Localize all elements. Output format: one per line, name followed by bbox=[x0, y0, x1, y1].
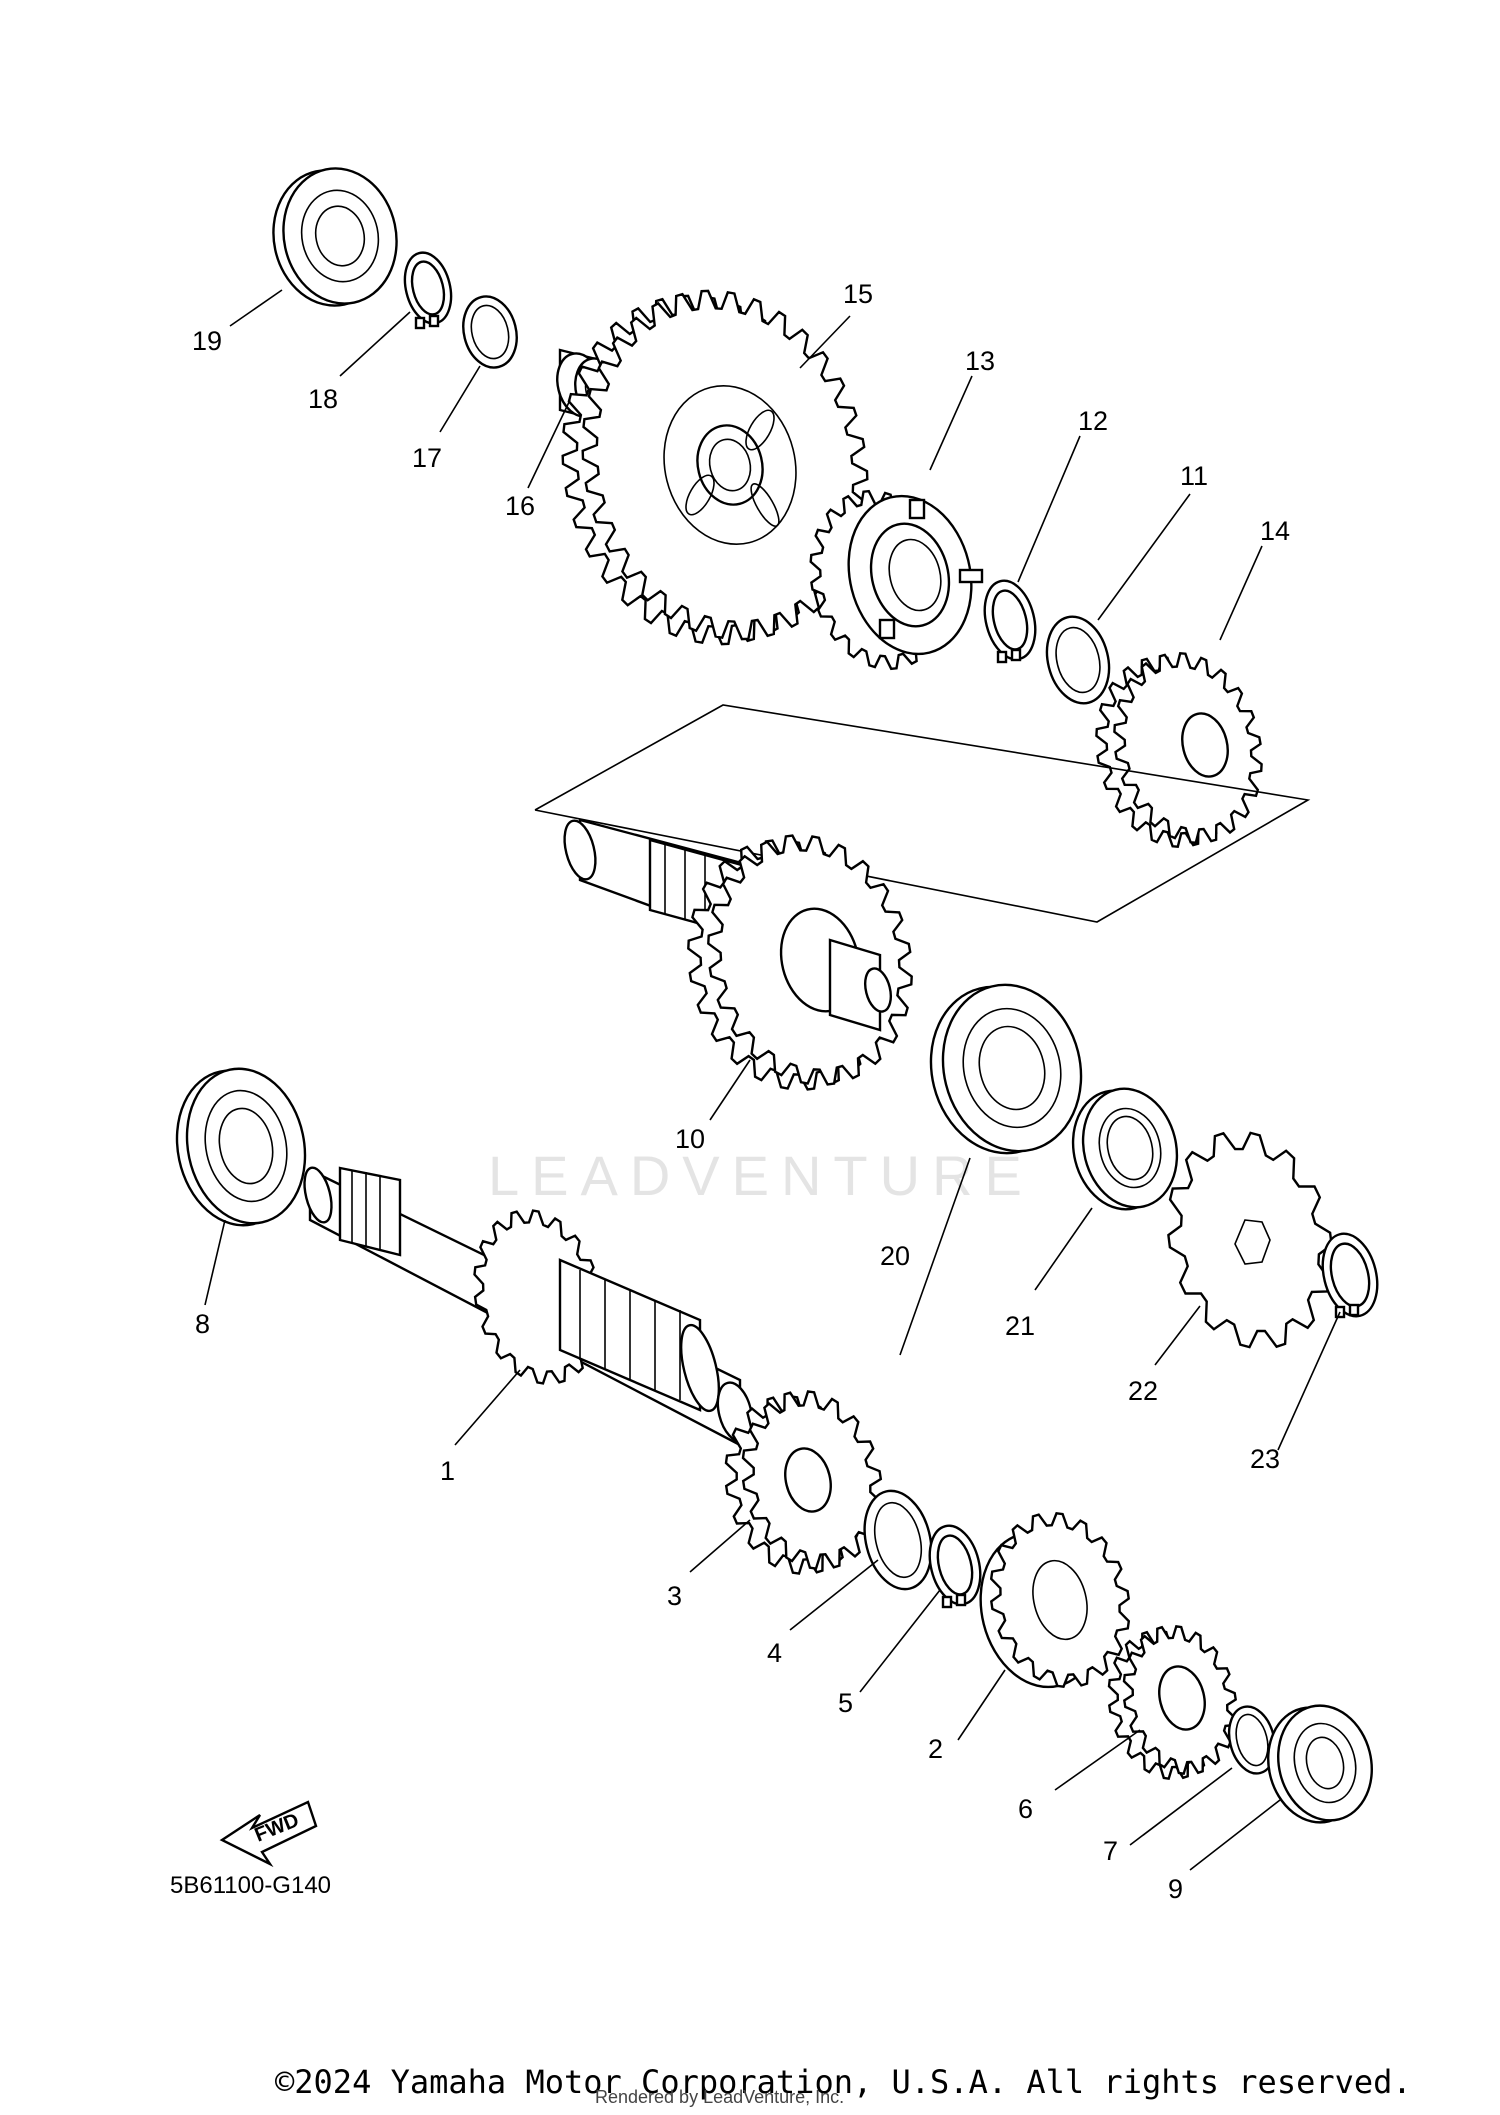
part-6-gear bbox=[1107, 1624, 1238, 1781]
part-9-bearing bbox=[1267, 1704, 1373, 1824]
callout-2: 2 bbox=[928, 1734, 943, 1764]
part-17-washer bbox=[462, 295, 518, 369]
callout-13: 13 bbox=[965, 346, 995, 376]
callout-9: 9 bbox=[1168, 1874, 1183, 1904]
callout-19: 19 bbox=[192, 326, 222, 356]
part-2-gear bbox=[979, 1511, 1131, 1689]
part-3-gear bbox=[724, 1390, 883, 1575]
callout-3: 3 bbox=[667, 1581, 682, 1611]
part-10-drive-axle bbox=[563, 818, 913, 1091]
part-21-oil-seal bbox=[1071, 1087, 1179, 1211]
callout-14: 14 bbox=[1260, 516, 1290, 546]
part-13-gear bbox=[809, 489, 984, 671]
rendered-by: Rendered by LeadVenture, Inc. bbox=[595, 2087, 844, 2107]
callout-17: 17 bbox=[412, 443, 442, 473]
callout-20: 20 bbox=[880, 1241, 910, 1271]
callout-5: 5 bbox=[838, 1688, 853, 1718]
part-8-bearing bbox=[175, 1067, 307, 1227]
callout-21: 21 bbox=[1005, 1311, 1035, 1341]
part-19-bearing bbox=[272, 167, 398, 307]
part-15-gear bbox=[561, 289, 869, 646]
assembly-frame bbox=[534, 704, 1311, 923]
part-14-gear bbox=[1095, 652, 1263, 848]
copyright-notice: ©2024 Yamaha Motor Corporation, U.S.A. A… bbox=[275, 2063, 1412, 2101]
callout-16: 16 bbox=[505, 491, 535, 521]
callout-10: 10 bbox=[675, 1124, 705, 1154]
callout-15: 15 bbox=[843, 279, 873, 309]
diagram-code: 5B61100-G140 bbox=[170, 1872, 331, 1899]
part-22-sprocket bbox=[1167, 1131, 1333, 1349]
leader-lines bbox=[204, 289, 1341, 1871]
callout-6: 6 bbox=[1018, 1794, 1033, 1824]
callout-23: 23 bbox=[1250, 1444, 1280, 1474]
part-12-circlip bbox=[983, 579, 1037, 664]
callout-numbers: 19 18 17 16 15 13 12 11 14 10 8 1 20 21 … bbox=[192, 279, 1290, 1904]
callout-11: 11 bbox=[1180, 461, 1208, 491]
watermark: LEADVENTURE bbox=[488, 1144, 1034, 1207]
part-5-circlip bbox=[928, 1524, 982, 1609]
callout-12: 12 bbox=[1078, 406, 1108, 436]
part-11-washer bbox=[1045, 615, 1111, 705]
callout-7: 7 bbox=[1103, 1836, 1118, 1866]
callout-4: 4 bbox=[767, 1638, 782, 1668]
callout-1: 1 bbox=[440, 1456, 455, 1486]
callout-18: 18 bbox=[308, 384, 338, 414]
callout-22: 22 bbox=[1128, 1376, 1158, 1406]
callout-8: 8 bbox=[195, 1309, 210, 1339]
part-1-main-axle bbox=[303, 1166, 754, 1447]
part-18-circlip bbox=[403, 251, 453, 330]
fwd-arrow-icon: FWD bbox=[219, 1800, 318, 1868]
part-4-washer bbox=[863, 1489, 933, 1591]
part-20-bearing bbox=[929, 983, 1083, 1155]
